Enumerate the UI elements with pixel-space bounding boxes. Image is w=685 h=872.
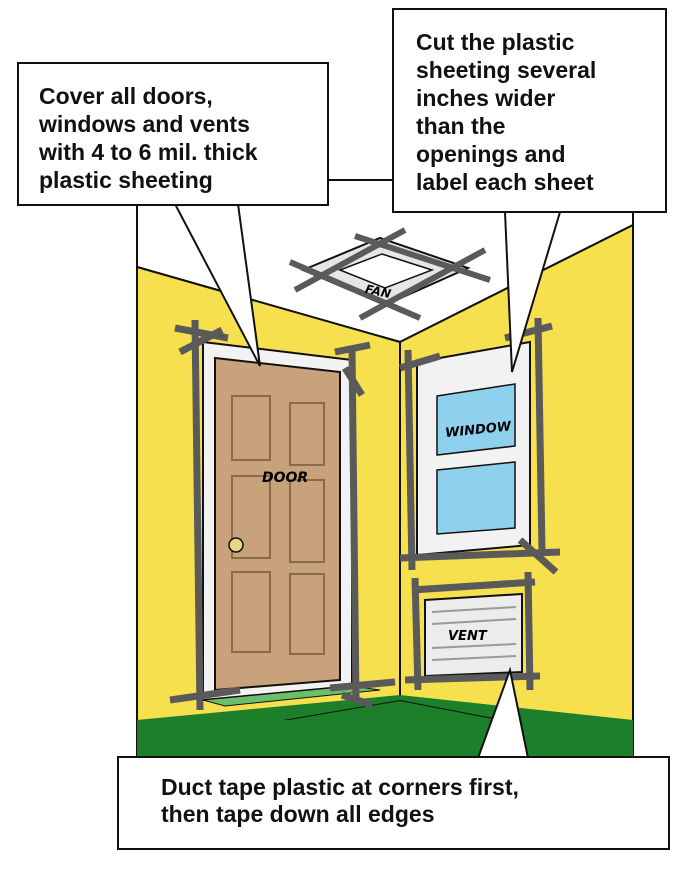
window-group: WINDOW	[398, 317, 561, 575]
window-glass-upper	[436, 383, 516, 456]
callout-line: label each sheet	[416, 169, 594, 195]
vent	[424, 592, 523, 678]
door	[214, 356, 341, 692]
callout-line: inches wider	[416, 85, 556, 111]
door-label: DOOR	[262, 470, 308, 486]
callout-line: Cover all doors,	[39, 83, 213, 109]
window-glass-lower	[436, 461, 516, 535]
callout-line: plastic sheeting	[39, 167, 213, 193]
window-label: WINDOW	[444, 419, 512, 441]
fan-label: FAN	[364, 282, 392, 301]
callout-line: windows and vents	[39, 111, 250, 137]
vent-label: VENT	[448, 629, 488, 644]
ceiling-fan: FAN	[288, 227, 491, 321]
callout-line: openings and	[416, 141, 566, 167]
callout-line: Cut the plastic	[416, 29, 575, 55]
door-threshold	[202, 685, 381, 707]
callout-cut-sheeting: Cut the plastic sheeting several inches …	[392, 8, 667, 213]
callout-line: Duct tape plastic at corners first,	[161, 774, 519, 800]
callout-cover-openings: Cover all doors, windows and vents with …	[17, 62, 329, 206]
callout-line: with 4 to 6 mil. thick	[39, 139, 258, 165]
callout-duct-tape: Duct tape plastic at corners first, then…	[117, 756, 670, 850]
door-group: DOOR	[169, 319, 396, 711]
callout-line: then tape down all edges	[161, 801, 435, 827]
door-knob	[228, 537, 244, 553]
callout-line: than the	[416, 113, 506, 139]
vent-group: VENT	[404, 571, 541, 691]
callout-line: sheeting several	[416, 57, 597, 83]
